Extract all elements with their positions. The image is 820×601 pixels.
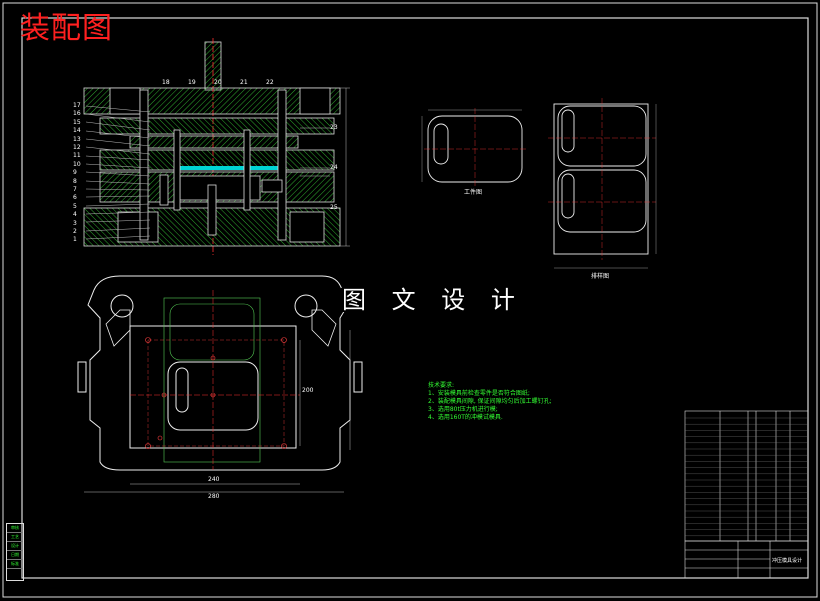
- part-number-17: 17: [73, 102, 81, 109]
- strip-layout-view: [548, 98, 657, 269]
- plan-view: [77, 275, 363, 493]
- layout-caption: 排样图: [591, 273, 610, 280]
- part-number-13: 13: [73, 135, 81, 143]
- dim-inner-width: 240: [208, 476, 220, 483]
- callout-23: 23: [330, 124, 338, 131]
- part-number-12: 12: [73, 144, 81, 151]
- part-number-5: 5: [73, 202, 77, 210]
- drawing-title: 装配图: [20, 11, 113, 46]
- side-row-2: 工艺: [7, 533, 23, 542]
- dim-outer-width: 280: [208, 493, 220, 500]
- bom-table: [684, 410, 809, 542]
- side-row-1: 审核: [7, 524, 23, 533]
- title-block-drawing-name: 冲压模具设计: [772, 558, 803, 564]
- workpiece-view: [421, 108, 528, 188]
- part-number-9: 9: [73, 169, 77, 177]
- side-row-4: 日期: [7, 551, 23, 560]
- callout-19: 19: [188, 79, 196, 86]
- part-number-3: 3: [73, 219, 77, 227]
- callout-21: 21: [240, 79, 248, 86]
- part-number-15: 15: [73, 118, 81, 126]
- overlay-design-text: 图 文 设 计: [340, 286, 526, 314]
- part-number-1: 1: [73, 236, 77, 244]
- tech-note-3: 3、选用80t压力机进行模;: [428, 406, 498, 413]
- dim-height: 200: [302, 387, 314, 394]
- callout-22: 22: [266, 79, 274, 86]
- title-block: [684, 540, 809, 579]
- callout-18: 18: [162, 79, 170, 86]
- part-number-11: 11: [73, 152, 81, 160]
- part-number-16: 16: [73, 110, 81, 118]
- side-row-3: 设计: [7, 542, 23, 551]
- callout-25: 25: [330, 204, 338, 211]
- tech-note-2: 2、装配模具间隙, 保证间隙均匀后加工螺钉孔;: [428, 398, 552, 405]
- callout-24: 24: [330, 164, 338, 171]
- tech-note-1: 1、安装模具前检查零件是否符合图纸;: [428, 390, 530, 397]
- side-approval-table: 审核 工艺 设计 日期 标准: [6, 523, 24, 581]
- section-view: [83, 38, 350, 255]
- callout-20: 20: [214, 79, 222, 86]
- tech-notes: 技术要求: 1、安装模具前检查零件是否符合图纸; 2、装配模具间隙, 保证间隙均…: [428, 382, 552, 422]
- part-number-4: 4: [73, 211, 77, 219]
- workpiece-caption: 工件图: [464, 189, 483, 196]
- side-row-5: 标准: [7, 560, 23, 569]
- part-number-6: 6: [73, 194, 77, 202]
- part-number-2: 2: [73, 228, 77, 235]
- part-number-8: 8: [73, 177, 77, 185]
- sheet-border-inner: [21, 17, 809, 579]
- tech-note-4: 4、选用160T的冲模试模具.: [428, 414, 503, 421]
- part-number-7: 7: [73, 186, 77, 193]
- part-number-14: 14: [73, 127, 81, 135]
- tech-notes-heading: 技术要求:: [428, 382, 455, 389]
- part-number-10: 10: [73, 160, 81, 168]
